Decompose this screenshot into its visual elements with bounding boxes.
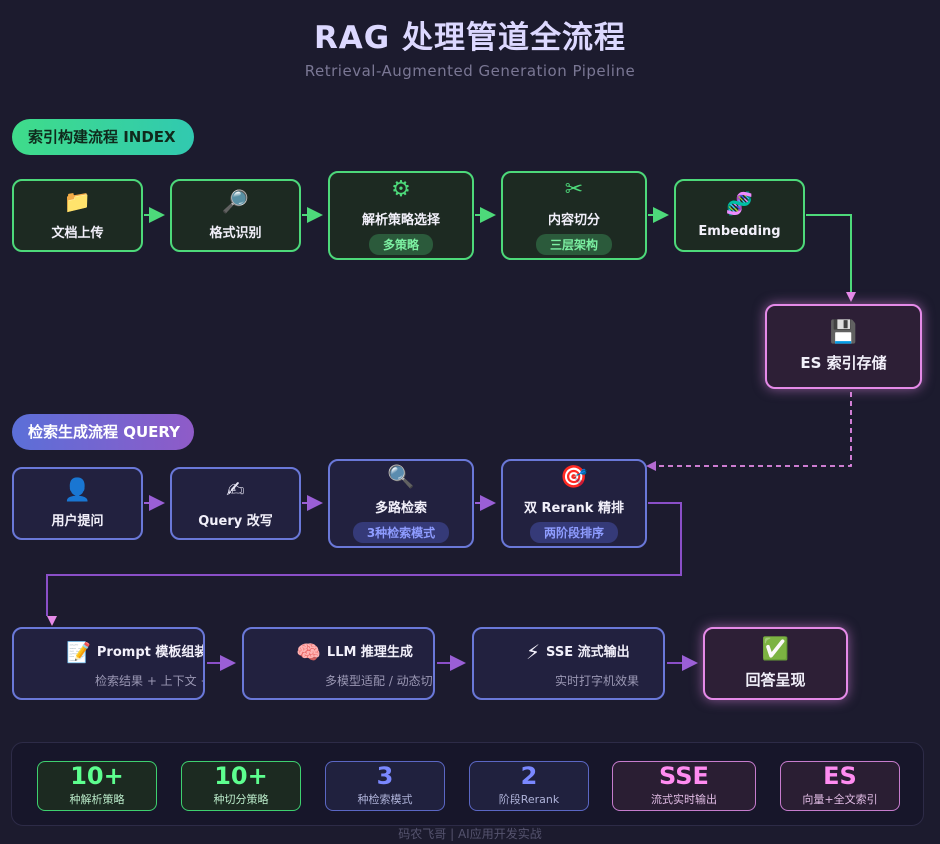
stat-sse: SSE 流式实时输出 (612, 761, 756, 811)
stat-caption: 种检索模式 (357, 793, 413, 806)
node-label: 解析策略选择 (361, 212, 440, 228)
stat-caption: 向量+全文索引 (802, 793, 878, 806)
node-label: Embedding (698, 224, 781, 239)
stat-number: 3 (376, 762, 394, 790)
floppy-disk-icon: 💾 (829, 320, 858, 345)
stat-retrieval-modes: 3 种检索模式 (325, 761, 445, 811)
stat-number: 2 (520, 762, 538, 790)
arrow-es-to-rerank (656, 392, 852, 467)
node-answer-display: ✅ 回答呈现 (703, 627, 848, 700)
stat-caption: 种切分策略 (213, 793, 269, 806)
scissors-icon: ✂ (564, 176, 584, 202)
node-es-index-storage: 💾 ES 索引存储 (765, 304, 922, 389)
stat-parse-strategies: 10+ 种解析策略 (37, 761, 157, 811)
writing-hand-icon: ✍ (226, 478, 245, 503)
user-icon: 👤 (63, 478, 92, 503)
node-embedding: 🧬 Embedding (674, 179, 805, 252)
target-icon: 🎯 (560, 464, 588, 490)
stat-es: ES 向量+全文索引 (780, 761, 900, 811)
node-multi-retrieval: 🔍 多路检索 3种检索模式 (328, 459, 474, 548)
arrowhead-rerank (646, 461, 656, 471)
node-label: 内容切分 (547, 212, 600, 228)
arrowhead-prompt (47, 616, 57, 626)
lightning-icon: ⚡ (526, 640, 541, 664)
stats-panel: 10+ 种解析策略 10+ 种切分策略 3 种检索模式 2 阶段Rerank S… (11, 742, 924, 826)
node-label: 多路检索 (374, 500, 427, 516)
node-label: Prompt 模板组装 (96, 645, 205, 660)
node-label: 文档上传 (51, 226, 104, 241)
page-title: RAG 处理管道全流程 (313, 20, 627, 56)
node-sse-output: ⚡ SSE 流式输出 实时打字机效果 (472, 627, 665, 700)
memo-icon: 📝 (66, 640, 91, 664)
search-icon: 🔍 (387, 464, 415, 490)
footer-credit: 码农飞哥 | AI应用开发实战 (398, 827, 542, 841)
page-subtitle: Retrieval-Augmented Generation Pipeline (304, 62, 636, 80)
stat-number: SSE (659, 762, 709, 790)
arrow-embedding-to-es (806, 214, 852, 296)
gear-icon: ⚙ (391, 176, 411, 202)
node-llm-generation: 🧠 LLM 推理生成 多模型适配 / 动态切换 (242, 627, 435, 700)
node-label: ES 索引存储 (800, 354, 887, 372)
node-label: 格式识别 (209, 226, 262, 241)
section-label-query: 检索生成流程 QUERY (12, 414, 194, 450)
node-content-chunking: ✂ 内容切分 三层架构 (501, 171, 647, 260)
node-user-question: 👤 用户提问 (12, 467, 143, 540)
node-parse-strategy: ⚙ 解析策略选择 多策略 (328, 171, 474, 260)
node-prompt-assembly: 📝 Prompt 模板组装 检索结果 + 上下文 + 指令 (12, 627, 205, 700)
node-format-detection: 🔎 格式识别 (170, 179, 301, 252)
node-desc: 多模型适配 / 动态切换 (325, 674, 435, 688)
node-tag: 3种检索模式 (352, 521, 450, 543)
section-label-index: 索引构建流程 INDEX (12, 119, 194, 155)
node-document-upload: 📁 文档上传 (12, 179, 143, 252)
stat-caption: 阶段Rerank (498, 793, 560, 806)
node-tag: 三层架构 (535, 233, 612, 255)
node-label: SSE 流式输出 (546, 645, 630, 660)
node-tag: 多策略 (368, 233, 433, 255)
node-label: LLM 推理生成 (326, 645, 413, 660)
stat-chunk-strategies: 10+ 种切分策略 (181, 761, 301, 811)
node-label: 回答呈现 (745, 671, 806, 689)
dna-icon: 🧬 (725, 192, 754, 217)
stat-number: 10+ (214, 762, 268, 790)
node-label: 用户提问 (51, 514, 104, 529)
node-label: 双 Rerank 精排 (524, 500, 624, 516)
stat-caption: 种解析策略 (69, 793, 125, 806)
node-tag: 两阶段排序 (529, 521, 618, 543)
arrowhead-es (846, 292, 856, 302)
folder-icon: 📁 (63, 190, 92, 215)
magnifier-icon: 🔎 (221, 190, 250, 215)
stat-rerank-stages: 2 阶段Rerank (469, 761, 589, 811)
node-dual-rerank: 🎯 双 Rerank 精排 两阶段排序 (501, 459, 647, 548)
brain-icon: 🧠 (296, 640, 321, 664)
stat-caption: 流式实时输出 (651, 793, 717, 806)
node-query-rewrite: ✍ Query 改写 (170, 467, 301, 540)
node-label: Query 改写 (198, 514, 273, 529)
check-icon: ✅ (761, 637, 790, 662)
stat-number: ES (823, 762, 857, 790)
node-desc: 实时打字机效果 (555, 674, 640, 688)
node-desc: 检索结果 + 上下文 + 指令 (95, 674, 203, 688)
stat-number: 10+ (70, 762, 124, 790)
